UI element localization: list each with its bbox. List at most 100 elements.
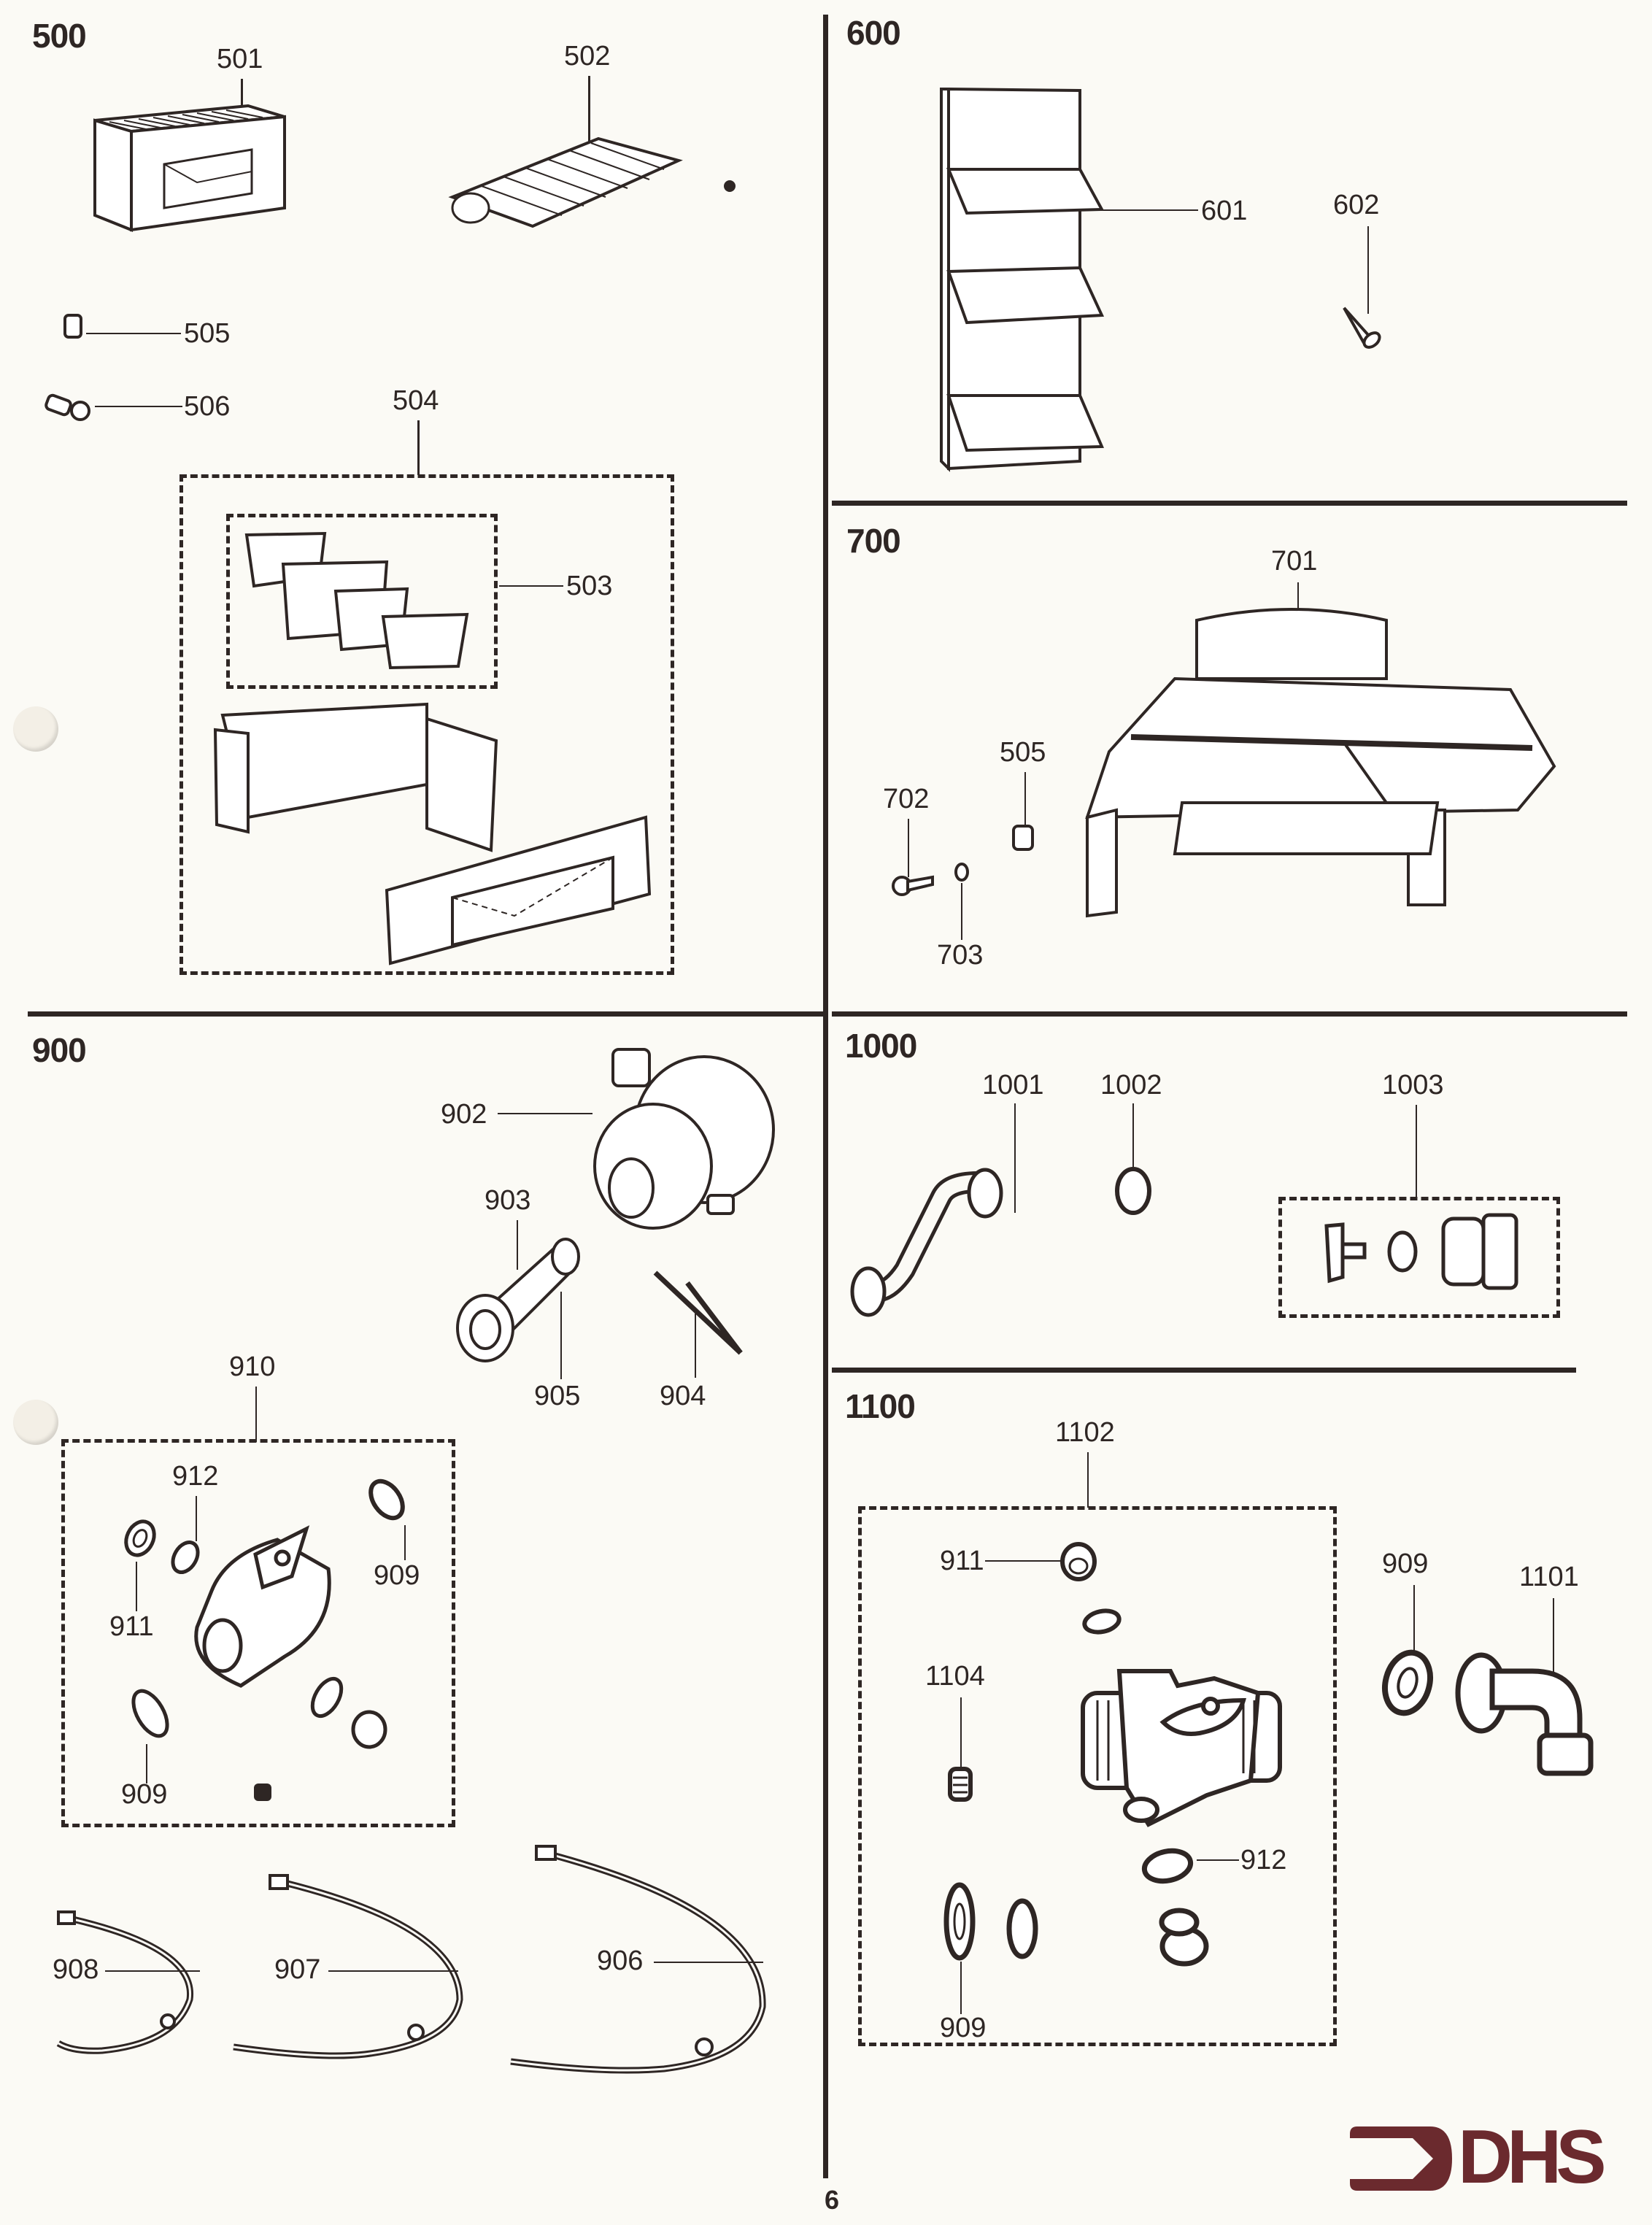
- plug-1104-drawing: [946, 1766, 976, 1804]
- leader-line: [517, 1220, 518, 1270]
- mounting-bracket-601-drawing: [934, 82, 1131, 476]
- part-label-907: 907: [274, 1954, 321, 1985]
- dhs-arrow-icon: [1350, 2126, 1452, 2191]
- part-label-503: 503: [566, 571, 613, 601]
- part-label-906: 906: [597, 1946, 644, 1976]
- part-label-902: 902: [441, 1099, 487, 1130]
- leader-line: [1197, 1859, 1239, 1861]
- part-label-1001: 1001: [982, 1070, 1044, 1100]
- leader-line: [1014, 1103, 1016, 1213]
- leader-line: [1413, 1585, 1415, 1652]
- part-label-912: 912: [1240, 1845, 1287, 1875]
- restrictor-1003-drawing: [1313, 1204, 1532, 1306]
- part-label-702: 702: [883, 784, 930, 814]
- clip-505-drawing: [1011, 823, 1037, 854]
- o-ring-drawing: [1006, 1896, 1039, 1962]
- divider-500-900: [28, 1011, 823, 1017]
- combustion-chamber-panels-drawing: [208, 701, 660, 963]
- leader-line: [961, 883, 962, 940]
- leader-line: [588, 76, 590, 185]
- gaskets-503-drawing: [241, 529, 474, 675]
- part-label-1002: 1002: [1100, 1070, 1162, 1100]
- screw-702-drawing: [892, 871, 935, 898]
- union-903-905-drawing: [445, 1233, 591, 1365]
- gas-valve-910-drawing: [182, 1525, 350, 1700]
- pipe-1001-drawing: [846, 1160, 1022, 1321]
- section-title: 700: [846, 522, 901, 560]
- part-label-911: 911: [940, 1546, 984, 1576]
- kit-box-1003: [1278, 1197, 1560, 1318]
- heat-exchanger-501-drawing: [88, 91, 379, 237]
- leader-line: [1074, 209, 1198, 211]
- part-label-502: 502: [564, 41, 611, 72]
- page-number: 6: [825, 2185, 840, 2215]
- kit-box-503: [226, 514, 498, 689]
- vertical-divider: [823, 15, 828, 2178]
- gasket-1002-drawing: [1108, 1162, 1159, 1220]
- gasket-909-drawing: [128, 1684, 172, 1743]
- part-label-505: 505: [184, 318, 231, 349]
- part-label-909: 909: [121, 1779, 168, 1810]
- divider-1000-1100: [832, 1368, 1576, 1373]
- part-label-504: 504: [393, 385, 439, 416]
- part-label-905: 905: [534, 1381, 581, 1411]
- heat-exchanger-502-drawing: [438, 117, 736, 241]
- gasket-909-drawing: [1381, 1646, 1435, 1719]
- leader-line: [255, 1387, 257, 1442]
- section-title: 1100: [845, 1387, 916, 1425]
- part-label-701: 701: [1271, 546, 1318, 577]
- leader-line: [1024, 772, 1026, 830]
- punch-hole: [13, 1400, 58, 1445]
- clip-505-drawing: [62, 312, 85, 342]
- leader-line: [1553, 1598, 1554, 1686]
- kit-box-504: [180, 474, 674, 975]
- part-label-912: 912: [172, 1461, 219, 1492]
- section-title: 600: [846, 14, 901, 52]
- screw-506-drawing: [44, 390, 95, 423]
- kit-box-1102: [858, 1506, 1337, 2046]
- part-label-501: 501: [217, 44, 263, 74]
- gas-cock-1102-drawing: [1068, 1657, 1302, 1832]
- leader-line: [417, 420, 420, 475]
- nipple-drawing: [1157, 1906, 1211, 1967]
- part-label-505: 505: [1000, 737, 1046, 768]
- leader-line: [960, 1697, 962, 1770]
- leader-line: [196, 1496, 197, 1541]
- leader-line: [1367, 226, 1369, 314]
- lead-907-drawing: [219, 1854, 482, 2072]
- nipple-drawing: [347, 1708, 391, 1751]
- part-label-1102: 1102: [1055, 1417, 1115, 1448]
- punch-hole: [13, 706, 58, 752]
- lead-906-drawing: [482, 1824, 788, 2087]
- washer-703-drawing: [953, 861, 970, 883]
- part-label-1101: 1101: [1519, 1562, 1579, 1592]
- divider-700-1000: [832, 1011, 1627, 1017]
- leader-line: [136, 1562, 137, 1611]
- part-label-909: 909: [374, 1560, 420, 1591]
- leader-line: [498, 1113, 593, 1114]
- part-label-911: 911: [109, 1611, 154, 1642]
- section-title: 900: [32, 1031, 87, 1069]
- gasket-drawing: [1080, 1605, 1124, 1638]
- part-label-1003: 1003: [1382, 1070, 1444, 1100]
- lead-908-drawing: [29, 1890, 219, 2072]
- leader-line: [654, 1962, 763, 1963]
- part-label-1104: 1104: [925, 1661, 985, 1692]
- leader-line: [86, 333, 181, 334]
- leader-line: [1416, 1105, 1417, 1200]
- leader-line: [695, 1314, 696, 1378]
- gasket-909-drawing: [943, 1881, 976, 1962]
- gasket-912-drawing: [1138, 1846, 1197, 1886]
- part-label-601: 601: [1201, 196, 1248, 226]
- divider-600-700: [832, 501, 1627, 506]
- gasket-909-drawing: [365, 1474, 409, 1525]
- leader-line: [560, 1292, 562, 1379]
- part-label-910: 910: [229, 1351, 276, 1382]
- part-label-908: 908: [53, 1954, 99, 1985]
- kit-box-910: [61, 1439, 455, 1827]
- leader-line: [404, 1525, 406, 1560]
- leader-line: [95, 406, 182, 407]
- section-title: 500: [32, 17, 87, 55]
- leader-line: [499, 585, 563, 587]
- leader-line: [985, 1560, 1067, 1562]
